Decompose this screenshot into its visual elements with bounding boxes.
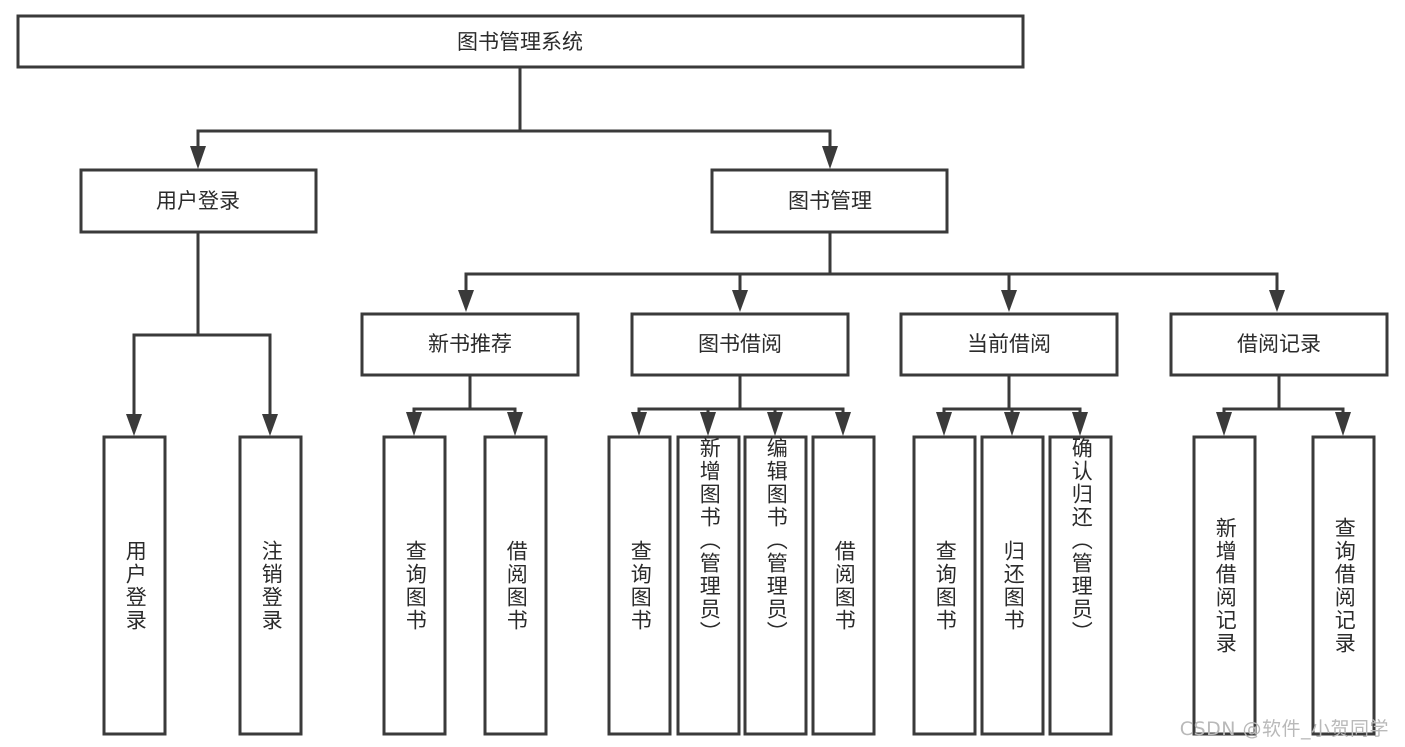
arrow-head-leaf-user-logout [262, 414, 278, 436]
arrow-head-leaf-borrow-book-1 [507, 412, 523, 436]
arrow-head-borrow-record [1269, 290, 1285, 312]
connector-current-borrow-to-leaves [936, 373, 1088, 436]
node-current-borrow-box[interactable] [899, 312, 1119, 377]
node-root[interactable]: 图书管理系统 [16, 14, 1025, 69]
node-new-book-recommend[interactable]: 新书推荐 [360, 312, 580, 377]
node-user-login[interactable]: 用户登录 [79, 168, 318, 234]
connector-user-login-to-leaves [126, 230, 278, 436]
node-new-book-recommend-label: 新书推荐 [428, 332, 512, 356]
arrow-head-leaf-query-book-1 [406, 412, 422, 436]
leaf-add-record-box[interactable] [1192, 435, 1257, 736]
arrow-head-leaf-confirm-return [1072, 412, 1088, 436]
node-current-borrow[interactable]: 当前借阅 [899, 312, 1119, 377]
leaf-edit-book-box[interactable] [743, 435, 808, 736]
arrow-head-leaf-add-book [700, 412, 716, 436]
leaf-add-book-box[interactable] [676, 435, 741, 736]
arrow-head-leaf-add-record [1216, 412, 1232, 436]
node-borrow-record[interactable]: 借阅记录 [1169, 312, 1389, 377]
leaf-query-book-1-box[interactable] [382, 435, 447, 736]
arrow-head-leaf-query-book-3 [936, 412, 952, 436]
node-root-box[interactable] [16, 14, 1025, 69]
node-book-manage[interactable]: 图书管理 [710, 168, 949, 234]
node-user-login-box[interactable] [79, 168, 318, 234]
node-current-borrow-label: 当前借阅 [967, 332, 1051, 356]
leaf-query-record-box[interactable] [1311, 435, 1376, 736]
leaf-user-login-box[interactable] [102, 435, 167, 736]
connector-borrow-record-to-leaves [1216, 373, 1351, 436]
connector-book-manage-to-level2 [458, 230, 1285, 312]
arrow-head-new-book-recommend [458, 290, 474, 312]
leaf-query-book-2-box[interactable] [607, 435, 672, 736]
arrow-head-leaf-user-login [126, 414, 142, 436]
node-book-borrow-label: 图书借阅 [698, 332, 782, 356]
node-book-manage-label: 图书管理 [788, 189, 872, 213]
node-borrow-record-box[interactable] [1169, 312, 1389, 377]
connector-root-to-level1 [190, 65, 838, 169]
node-user-login-label: 用户登录 [156, 189, 240, 213]
arrow-head-current-borrow [1001, 290, 1017, 312]
arrow-head-book-borrow [732, 290, 748, 312]
leaf-return-book-box[interactable] [980, 435, 1045, 736]
leaf-user-logout-box[interactable] [238, 435, 303, 736]
csdn-watermark: CSDN @软件_小贺同学 [1179, 718, 1389, 740]
node-book-manage-box[interactable] [710, 168, 949, 234]
leaf-query-book-3-box[interactable] [912, 435, 977, 736]
arrow-head-leaf-return-book [1004, 412, 1020, 436]
arrow-head-leaf-edit-book [767, 412, 783, 436]
arrow-head-leaf-borrow-book-2 [835, 412, 851, 436]
node-book-borrow[interactable]: 图书借阅 [630, 312, 850, 377]
node-book-borrow-box[interactable] [630, 312, 850, 377]
connector-book-borrow-to-leaves [631, 373, 851, 436]
arrow-head-user-login [190, 146, 206, 169]
node-borrow-record-label: 借阅记录 [1237, 332, 1321, 356]
leaf-confirm-return-box[interactable] [1048, 435, 1113, 736]
node-new-book-recommend-box[interactable] [360, 312, 580, 377]
leaf-borrow-book-1-box[interactable] [483, 435, 548, 736]
arrow-head-leaf-query-record [1335, 412, 1351, 436]
leaf-borrow-book-2-box[interactable] [811, 435, 876, 736]
arrow-head-book-manage [822, 146, 838, 169]
connector-new-book-recommend-to-leaves [406, 373, 523, 436]
arrow-head-leaf-query-book-2 [631, 412, 647, 436]
node-root-label: 图书管理系统 [457, 30, 583, 54]
